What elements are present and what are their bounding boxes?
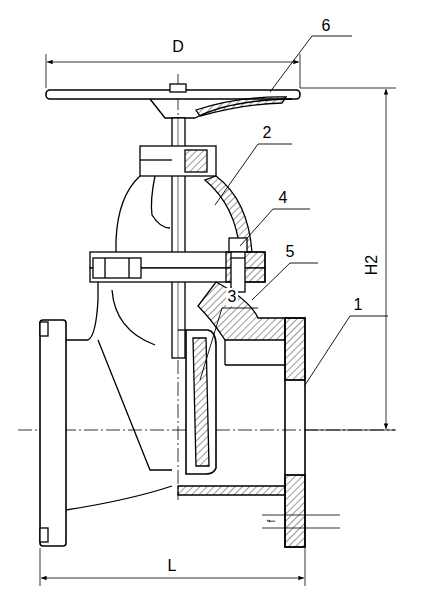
dimension-label: H2 bbox=[363, 253, 381, 277]
dimension-label: D bbox=[170, 38, 186, 56]
callout-number: 2 bbox=[261, 124, 274, 142]
callout-number: 4 bbox=[277, 189, 290, 207]
callout-number: 1 bbox=[352, 296, 365, 314]
dimension-label: f bbox=[267, 520, 277, 523]
dimension-label: L bbox=[166, 557, 179, 575]
callout-number: 6 bbox=[320, 17, 333, 35]
callout-number: 3 bbox=[226, 288, 239, 306]
callout-number: 5 bbox=[284, 243, 297, 261]
